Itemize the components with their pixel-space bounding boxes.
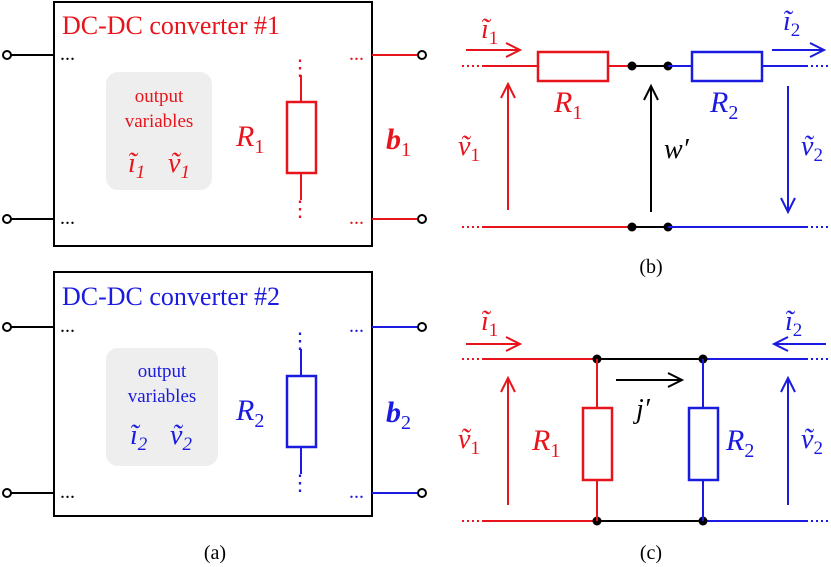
conv1-port-label: b1 [386,123,411,161]
c-r1-label: R1 [531,424,560,462]
c-j-arrowhead [667,372,685,388]
conv2-terminal-in-top [2,322,12,332]
conv1-output-label-2: variables [125,111,194,132]
conv1-terminal-out-top [417,50,427,60]
conv2-port-label: b2 [386,396,411,434]
b-w-arrowhead [643,83,659,101]
panel-a: DC-DC converter #1 ... ... ... ... outpu… [2,1,427,564]
conv1-resistor [285,100,318,175]
converter-1-title: DC-DC converter #1 [62,11,280,40]
b-v2-label: ṽ2 [801,131,823,166]
conv1-var-i: ĩ1 [128,148,145,183]
b-i1-label: ĩ1 [481,14,498,49]
c-v1-arrowhead [500,375,516,393]
c-i1-arrowhead [505,336,523,352]
conv1-dots-in-top: ... [60,43,75,65]
c-v2-label: ṽ2 [801,424,823,459]
conv1-dots-res-top: ⋮ [289,55,311,80]
b-i2-label: ĩ2 [783,6,800,41]
converter-2-block: DC-DC converter #2 ... ... ... ... outpu… [2,271,427,517]
converter-1-block: DC-DC converter #1 ... ... ... ... outpu… [2,1,427,247]
converter-1-box [53,1,373,247]
b-r1-label: R1 [553,86,582,124]
conv1-terminal-in-top [2,50,12,60]
c-r2-label: R2 [725,424,754,462]
b-resistor-r2 [690,50,764,83]
conv2-terminal-in-bottom [2,488,12,498]
conv2-resistor [285,374,318,449]
b-w-label: w′ [664,134,690,165]
c-resistor-r1 [581,406,614,482]
conv1-terminal-in-bottom [2,214,12,224]
conv2-var-v: ṽ2 [170,420,192,455]
c-i2-label: ĩ2 [785,306,802,341]
conv2-dots-res-bottom: ⋮ [289,470,311,495]
conv2-dots-out-bottom: ... [349,481,364,503]
conv1-dots-in-bottom: ... [60,207,75,229]
conv2-resistor-label: R2 [235,394,264,432]
b-resistor-r1 [536,50,610,83]
conv2-dots-in-bottom: ... [60,481,75,503]
conv1-resistor-label: R1 [235,120,264,158]
b-v1-label: ṽ1 [458,131,480,166]
conv2-dots-res-top: ⋮ [289,328,311,353]
b-v1-arrowhead [500,81,516,99]
conv2-output-label-2: variables [128,386,197,407]
conv2-var-i: ĩ2 [130,420,148,455]
conv1-var-v: ṽ1 [168,148,190,183]
conv1-dots-res-bottom: ⋮ [289,196,311,221]
panel-c: R1 R2 j′ ĩ1 ĩ2 ṽ1 ṽ2 (c) [458,306,830,564]
c-v2-arrowhead [780,375,796,393]
caption-a: (a) [204,542,226,564]
b-node-top-left [627,61,637,71]
panel-b: ĩ1 ĩ2 ṽ1 ṽ2 w′ R1 R2 (b) [458,6,830,278]
conv1-terminal-out-bottom [417,214,427,224]
conv1-output-variables-badge [106,72,212,190]
c-v1-label: ṽ1 [458,424,480,459]
caption-c: (c) [640,542,662,564]
conv2-terminal-out-bottom [417,488,427,498]
c-j-label: j′ [633,394,651,425]
b-node-bottom-left [627,222,637,232]
conv2-dots-in-top: ... [60,315,75,337]
c-resistor-r2 [687,406,720,482]
b-i1-arrowhead [505,42,523,58]
conv1-output-label-1: output [135,86,184,107]
conv2-output-label-1: output [138,361,187,382]
conv2-dots-out-top: ... [349,315,364,337]
c-i1-label: ĩ1 [481,306,498,341]
converter-2-box [53,271,373,517]
converter-2-title: DC-DC converter #2 [62,282,280,311]
c-i2-arrowhead [771,336,789,352]
conv2-terminal-out-top [417,322,427,332]
b-v2-arrowhead [780,197,796,215]
caption-b: (b) [639,256,662,278]
conv1-dots-out-top: ... [349,43,364,65]
b-i2-arrowhead [809,42,827,58]
b-r2-label: R2 [709,86,738,124]
conv2-output-variables-badge [106,348,218,466]
conv1-dots-out-bottom: ... [349,207,364,229]
